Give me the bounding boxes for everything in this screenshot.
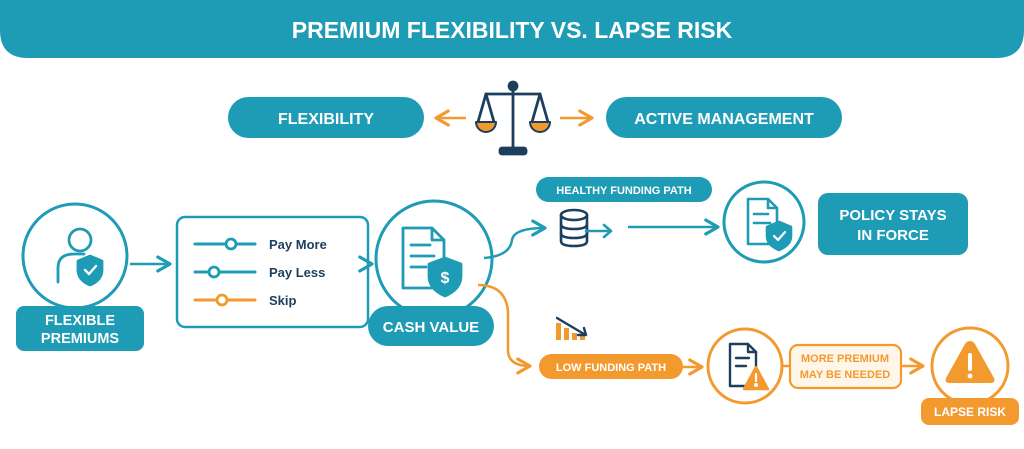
active-management-label: ACTIVE MANAGEMENT xyxy=(634,111,814,128)
slider-icon xyxy=(193,237,257,251)
document-dollar-shield-icon: $ xyxy=(401,226,463,298)
active-management-pill: ACTIVE MANAGEMENT xyxy=(606,97,842,138)
flexibility-pill: FLEXIBILITY xyxy=(228,97,424,138)
low-path-label: LOW FUNDING PATH xyxy=(556,362,666,374)
cash-value-label: CASH VALUE xyxy=(383,319,479,336)
healthy-path-label: HEALTHY FUNDING PATH xyxy=(556,185,692,197)
slider-icon xyxy=(193,293,257,307)
low-funding-path-badge: LOW FUNDING PATH xyxy=(539,354,683,379)
healthy-branch-connector xyxy=(483,219,547,260)
option-pay-more: Pay More xyxy=(269,237,327,252)
lapse-risk-node: LAPSE RISK xyxy=(921,326,1019,425)
option-skip: Skip xyxy=(269,293,297,308)
flexibility-label: FLEXIBILITY xyxy=(278,111,374,128)
page-title: PREMIUM FLEXIBILITY VS. LAPSE RISK xyxy=(292,17,733,43)
more-premium-box: MORE PREMIUM MAY BE NEEDED xyxy=(788,343,903,390)
document-warning-node xyxy=(706,327,784,405)
declining-chart-icon xyxy=(555,316,588,340)
warning-triangle-icon xyxy=(945,341,995,383)
person-shield-icon xyxy=(56,227,104,287)
svg-text:$: $ xyxy=(441,270,450,287)
flexible-premiums-line1: FLEXIBLE xyxy=(45,313,115,329)
policy-stays-node: POLICY STAYS IN FORCE xyxy=(722,180,968,264)
cash-value-node: $ CASH VALUE xyxy=(368,199,494,346)
slider-icon xyxy=(193,265,257,279)
title-banner: PREMIUM FLEXIBILITY VS. LAPSE RISK xyxy=(0,0,1024,58)
database-arrow-icon xyxy=(559,208,613,248)
balance-scale-icon xyxy=(475,80,551,156)
healthy-funding-path-badge: HEALTHY FUNDING PATH xyxy=(536,177,712,202)
option-pay-less: Pay Less xyxy=(269,265,325,280)
low-branch-connector xyxy=(477,283,532,375)
more-premium-line1: MORE PREMIUM xyxy=(801,353,889,365)
policy-stays-line1: POLICY STAYS xyxy=(839,207,946,224)
policy-stays-line2: IN FORCE xyxy=(857,227,929,244)
lapse-risk-label: LAPSE RISK xyxy=(934,405,1006,419)
document-warning-icon xyxy=(728,342,770,391)
document-check-shield-icon xyxy=(746,197,793,252)
flexible-premiums-node: FLEXIBLE PREMIUMS xyxy=(16,202,144,351)
premium-options-box: Pay More Pay Less Skip xyxy=(175,215,370,329)
more-premium-line2: MAY BE NEEDED xyxy=(800,369,891,381)
flexible-premiums-line2: PREMIUMS xyxy=(41,331,119,347)
